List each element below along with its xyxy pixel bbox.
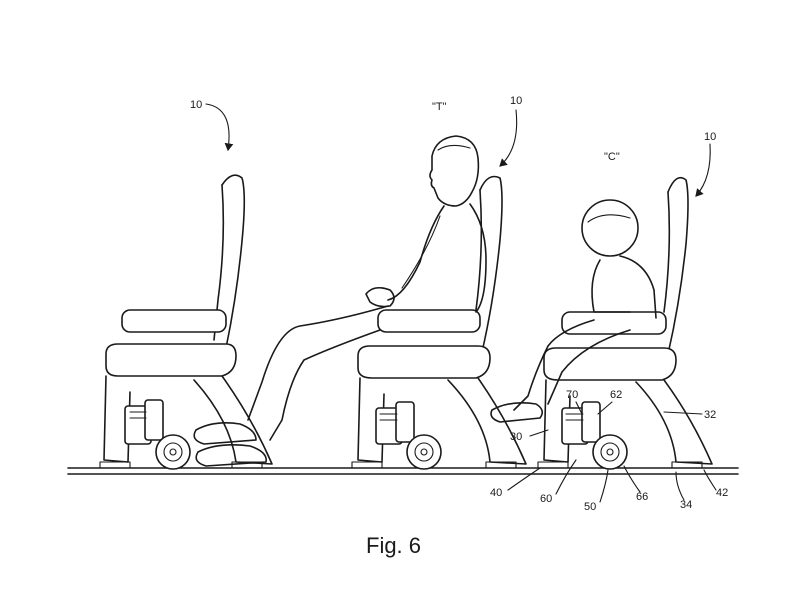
ref-label-66: 66 [636, 491, 648, 503]
child-passenger [490, 199, 657, 423]
label-teen: "T" [432, 101, 447, 113]
ref-label-32: 32 [704, 409, 716, 421]
seat-right [537, 176, 713, 470]
ref-label-30: 30 [510, 431, 522, 443]
figure-caption: Fig. 6 [366, 533, 421, 558]
ref-label-60: 60 [540, 493, 552, 505]
ref-label-seat-right: 10 [704, 131, 716, 143]
ref-label-62: 62 [610, 389, 622, 401]
motor-unit-left [124, 399, 191, 470]
motor-unit-right [561, 401, 628, 470]
teen-passenger [193, 135, 487, 467]
ref-label-seat-left: 10 [190, 99, 202, 111]
motor-unit-middle [375, 401, 442, 470]
ref-label-seat-middle: 10 [510, 95, 522, 107]
ref-label-34: 34 [680, 499, 692, 511]
ref-label-40: 40 [490, 487, 502, 499]
label-child: "C" [604, 151, 620, 163]
seat-left [99, 174, 273, 470]
ref-label-42: 42 [716, 487, 728, 499]
reference-annotations: 10 "T" 10 "C" 10 70 62 32 30 40 60 50 66… [190, 95, 728, 513]
seat-middle [351, 175, 527, 470]
ref-label-50: 50 [584, 501, 596, 513]
ref-label-70: 70 [566, 389, 578, 401]
